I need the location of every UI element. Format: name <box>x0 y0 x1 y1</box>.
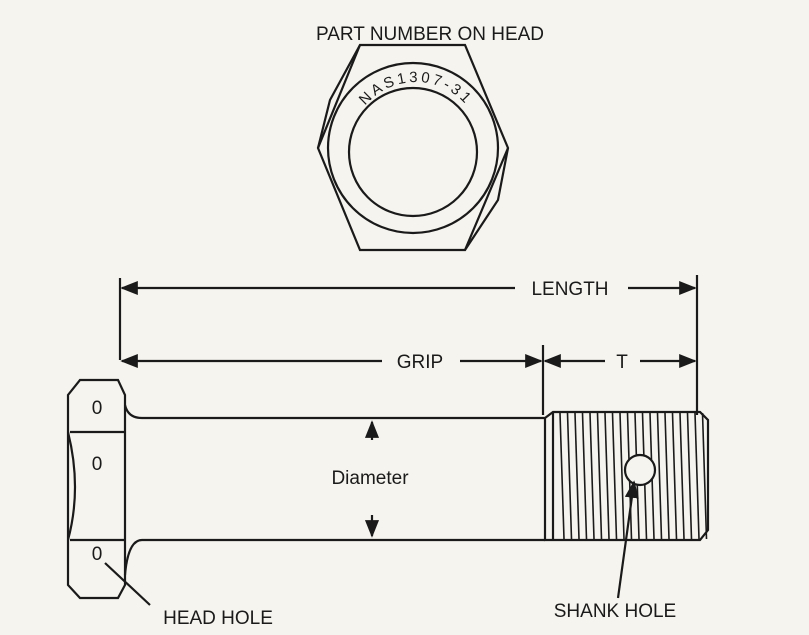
threaded-section <box>543 410 710 542</box>
thread-line <box>686 412 693 540</box>
thread-line <box>566 412 573 540</box>
thread-line <box>619 412 625 540</box>
thread-label: T <box>616 352 628 373</box>
head-hole-mark: 0 <box>92 544 103 565</box>
thread-line <box>694 412 700 540</box>
diameter-label: Diameter <box>331 468 409 489</box>
grip-dimension: GRIP <box>120 345 545 415</box>
thread-line <box>679 412 685 540</box>
thread-line <box>581 412 588 540</box>
thread-line <box>596 412 603 540</box>
thread-line <box>574 412 580 540</box>
grip-label: GRIP <box>397 352 443 373</box>
head-hole-leader <box>104 562 151 606</box>
shank-hole <box>623 453 657 487</box>
thread-line <box>611 412 618 540</box>
length-label: LENGTH <box>531 279 608 300</box>
shank-hole-label: SHANK HOLE <box>554 601 676 622</box>
thread-dimension: T <box>543 352 697 373</box>
thread-line <box>701 412 708 540</box>
thread-line <box>559 412 565 540</box>
length-dimension: LENGTH <box>118 275 699 415</box>
title: PART NUMBER ON HEAD <box>316 24 544 45</box>
diameter-dimension: Diameter <box>331 420 409 538</box>
thread-line <box>604 412 610 540</box>
shank-hole-leader <box>616 480 639 599</box>
thread-line <box>656 412 663 540</box>
head-hole-label: HEAD HOLE <box>163 608 273 629</box>
thread-line <box>664 412 670 540</box>
head-hole-mark: 0 <box>92 454 103 475</box>
thread-line <box>671 412 678 540</box>
head-hole-mark: 0 <box>92 398 103 419</box>
bolt-side-view: 0 0 0 <box>66 378 545 600</box>
hex-head-top-view: NAS1307-31 <box>316 43 510 252</box>
thread-line <box>589 412 595 540</box>
